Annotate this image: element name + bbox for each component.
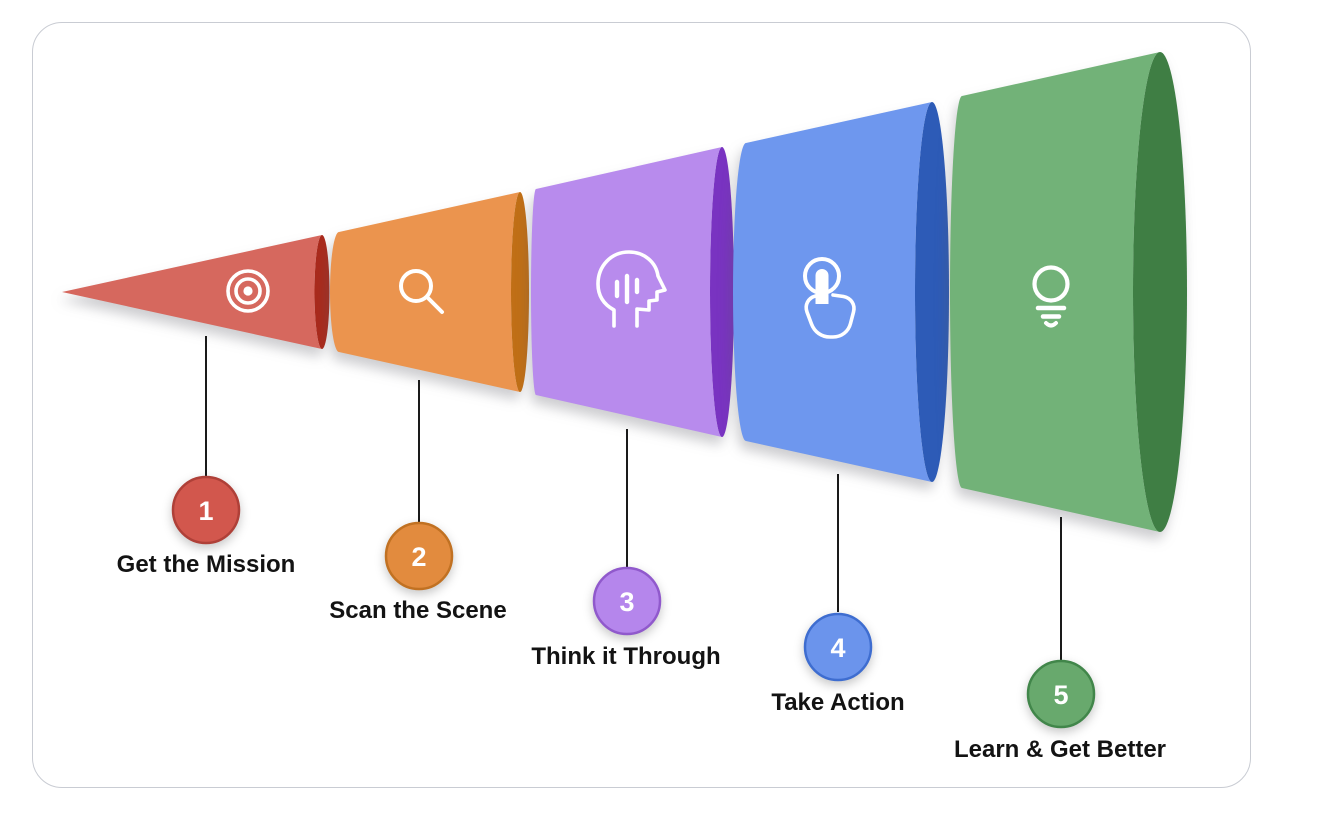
stage-4-lip	[915, 102, 949, 482]
stage-2-label: Scan the Scene	[329, 597, 506, 624]
stage-3-number: 3	[619, 587, 634, 617]
funnel-stage-5	[950, 52, 1187, 532]
stage-4-number: 4	[830, 633, 845, 663]
stage-1-badge-circle	[171, 475, 241, 545]
stage-3-lip	[710, 147, 734, 437]
stage-4-face	[733, 102, 932, 482]
stage-2-badge-circle	[384, 521, 454, 591]
stage-2-face	[330, 192, 520, 392]
stage-2-lip	[511, 192, 529, 392]
funnel-stage-1	[62, 235, 330, 349]
stage-2-number: 2	[411, 542, 426, 572]
stage-2-badge: 2	[384, 521, 454, 591]
stage-4-label: Take Action	[771, 689, 904, 716]
lightbulb-icon	[1032, 265, 1070, 328]
search-icon	[399, 269, 444, 314]
thinking-head-icon	[596, 250, 667, 328]
tap-icon	[803, 257, 856, 339]
stage-5-label: Learn & Get Better	[954, 736, 1166, 763]
target-icon	[226, 269, 270, 313]
stage-4-badge: 4	[803, 612, 873, 682]
stage-5-badge: 5	[1026, 659, 1096, 729]
funnel-stage-3	[531, 147, 734, 437]
stage-5-base	[1133, 52, 1187, 532]
stage-3-badge-circle	[592, 566, 662, 636]
stage-1-label: Get the Mission	[117, 551, 296, 578]
stage-4-badge-circle	[803, 612, 873, 682]
stage-1-number: 1	[198, 496, 213, 526]
stage-5-number: 5	[1053, 680, 1068, 710]
funnel-stage-4	[733, 102, 949, 482]
stage-3-label: Think it Through	[531, 643, 720, 670]
funnel-stage-2	[330, 192, 529, 392]
stage-1-badge: 1	[171, 475, 241, 545]
stage-1-lip	[314, 235, 330, 349]
stage-5-face	[950, 52, 1160, 532]
stage-1-face	[62, 235, 322, 349]
stage-5-badge-circle	[1026, 659, 1096, 729]
stage-3-badge: 3	[592, 566, 662, 636]
